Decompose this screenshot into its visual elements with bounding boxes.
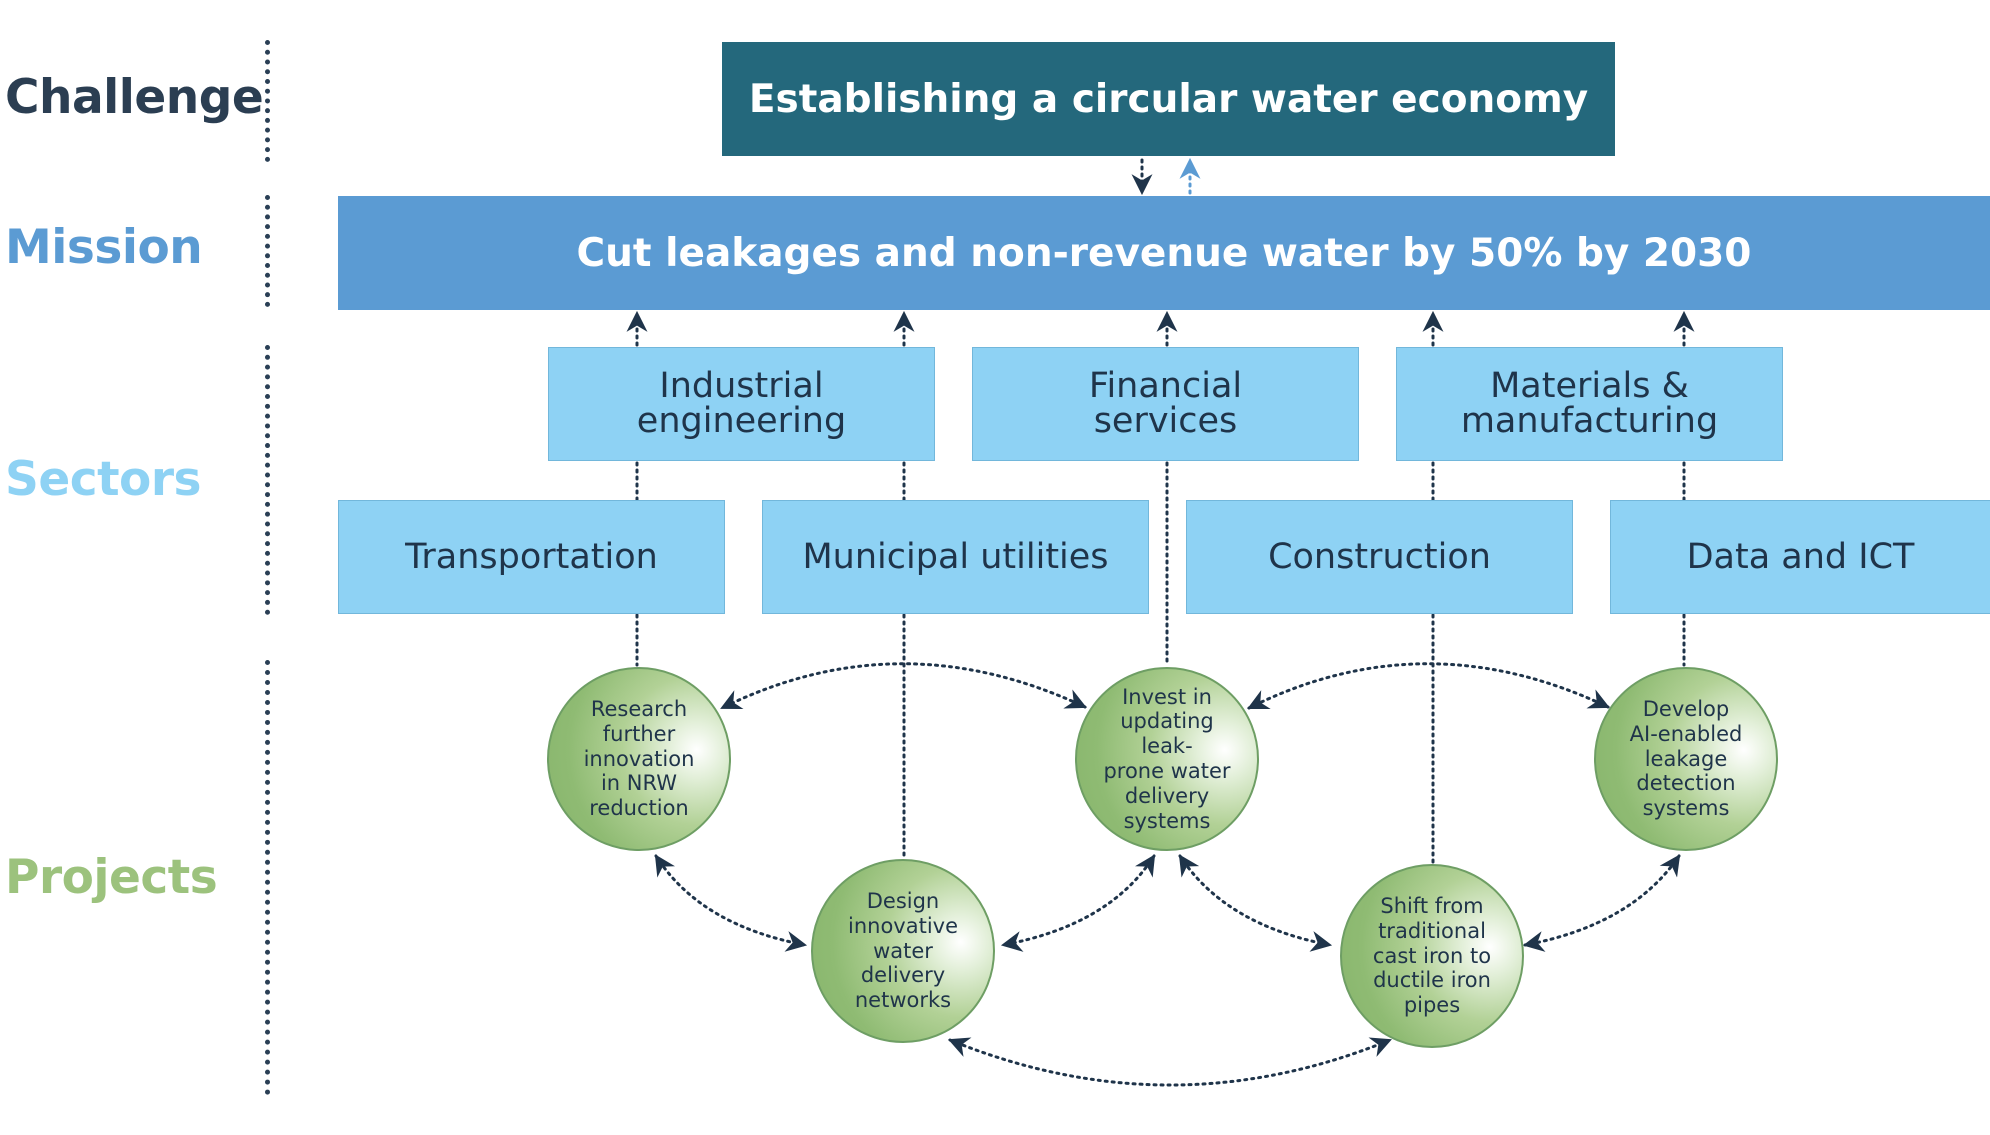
sector-financial-services: Financial services	[972, 347, 1359, 461]
project-research: Research further innovation in NRW reduc…	[547, 667, 731, 851]
project-invest: Invest in updating leak- prone water del…	[1075, 667, 1259, 851]
arc-design-shift	[948, 1037, 1392, 1087]
sector-industrial-engineering: Industrial engineering	[548, 347, 935, 461]
project-research-label: Research further innovation in NRW reduc…	[583, 697, 695, 821]
arc-invest-design	[1000, 854, 1156, 952]
project-develop-label: Develop AI-enabled leakage detection sys…	[1629, 697, 1743, 821]
arc-develop-invest	[1247, 662, 1610, 710]
row-label-projects: Projects	[5, 850, 218, 905]
arc-invest-shift	[1178, 854, 1333, 952]
sector-construction: Construction	[1186, 500, 1573, 614]
row-label-mission: Mission	[5, 220, 203, 275]
separator-mission	[265, 195, 270, 307]
project-invest-label: Invest in updating leak- prone water del…	[1103, 684, 1231, 833]
challenge-box: Establishing a circular water economy	[722, 42, 1615, 156]
project-design-label: Design innovative water delivery network…	[847, 889, 958, 1013]
project-shift: Shift from traditional cast iron to duct…	[1340, 864, 1524, 1048]
sector-materials-manufacturing: Materials & manufacturing	[1396, 347, 1783, 461]
sector-transportation: Transportation	[338, 500, 725, 614]
separator-projects	[265, 660, 270, 1095]
row-label-sectors: Sectors	[5, 452, 202, 507]
mission-box: Cut leakages and non-revenue water by 50…	[338, 196, 1990, 310]
sector-municipal-utilities: Municipal utilities	[762, 500, 1149, 614]
arc-research-design	[654, 854, 808, 952]
project-shift-label: Shift from traditional cast iron to duct…	[1372, 894, 1492, 1018]
separator-sectors	[265, 345, 270, 615]
arc-develop-shift	[1522, 854, 1681, 952]
separator-challenge	[265, 40, 270, 162]
arc-invest-research	[720, 662, 1087, 710]
project-develop: Develop AI-enabled leakage detection sys…	[1594, 667, 1778, 851]
row-label-challenge: Challenge	[5, 70, 264, 125]
project-design: Design innovative water delivery network…	[811, 859, 995, 1043]
sector-data-and-ict: Data and ICT	[1610, 500, 1990, 614]
